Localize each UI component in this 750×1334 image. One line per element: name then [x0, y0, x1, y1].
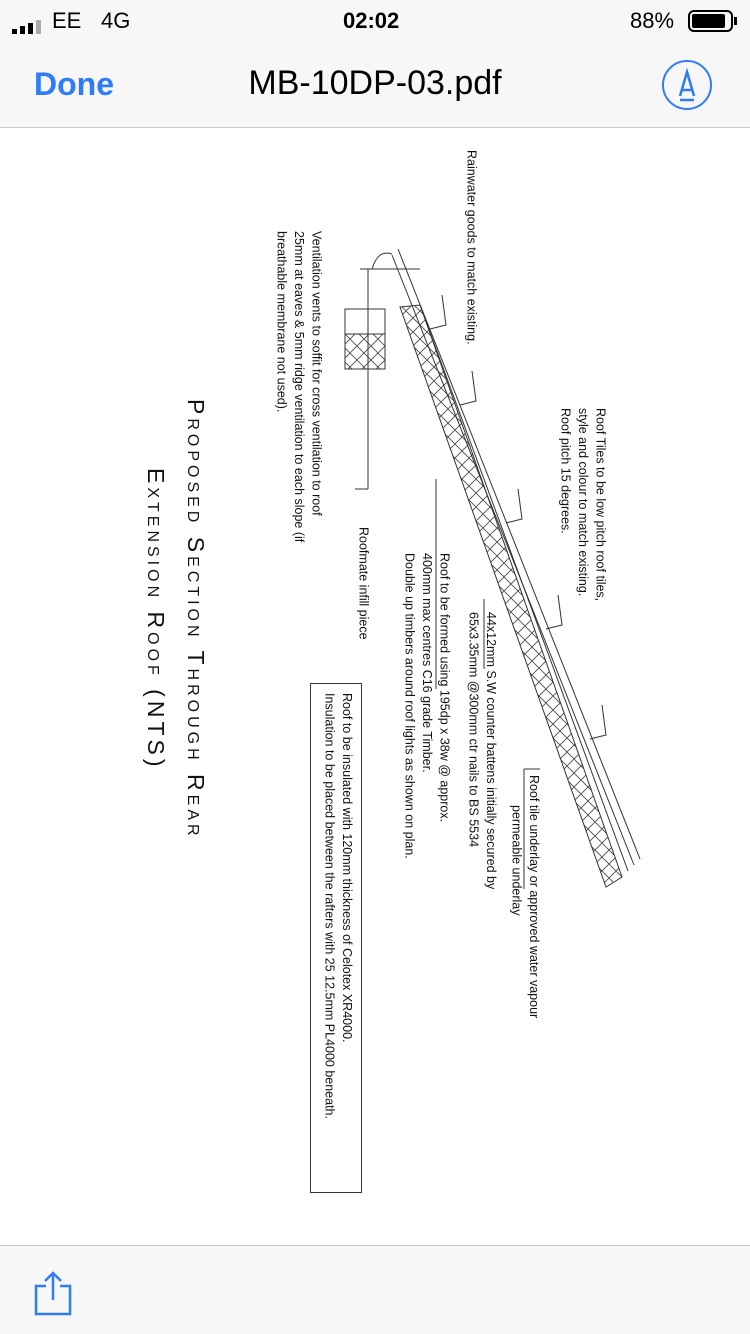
title-line: Extension Roof (NTS) [143, 467, 169, 771]
battery-icon [688, 10, 738, 38]
note-line: permeable underlay [509, 805, 524, 916]
pdf-page[interactable]: Rainwater goods to match existing. Roof … [0, 129, 750, 1245]
signal-icon [12, 14, 46, 40]
drawing-title: Proposed Section Through Rear Extension … [136, 263, 216, 975]
nav-bar: Done MB-10DP-03.pdf [0, 40, 750, 128]
title-line: Proposed Section Through Rear [183, 398, 209, 840]
roof-formed-note: Roof to be formed using 195dp x 38w @ ap… [400, 553, 453, 859]
battens-note: 44x12mm S.W counter battens initially se… [464, 612, 499, 889]
status-bar: EE 4G 02:02 88% [0, 0, 750, 40]
insulation-note: Roof to be insulated with 120mm thicknes… [320, 693, 355, 1119]
battery-percent: 88% [630, 8, 675, 33]
roof-section-drawing [344, 248, 641, 889]
note-line: 400mm max centres C16 grade Timber. [420, 553, 434, 773]
note-line: 25mm at eaves & 5mm ridge ventilation to… [292, 231, 306, 543]
note-line: Double up timbers around roof lights as … [402, 553, 417, 859]
note-line: Roof pitch 15 degrees. [558, 408, 573, 534]
note-line: Roof Tiles to be low pitch roof tiles, [593, 408, 608, 602]
share-icon[interactable] [34, 1270, 72, 1321]
note-line: 44x12mm S.W counter battens initially se… [484, 612, 498, 890]
bottom-toolbar [0, 1245, 750, 1334]
roof-tiles-note: Roof Tiles to be low pitch roof tiles, s… [556, 408, 609, 601]
ventilation-note: Ventilation vents to soffit for cross ve… [272, 231, 325, 542]
note-line: Insulation to be placed between the raft… [322, 693, 337, 1119]
done-button[interactable]: Done [34, 66, 114, 102]
time: 02:02 [343, 8, 400, 33]
network: 4G [101, 8, 131, 33]
carrier: EE [52, 8, 82, 33]
underlay-note: Roof tile underlay or approved water vap… [507, 775, 542, 1018]
markup-pen-icon[interactable] [662, 60, 712, 110]
document-title: MB-10DP-03.pdf [248, 64, 502, 102]
note-line: Roof to be insulated with 120mm thicknes… [340, 693, 354, 1043]
note-line: Roof tile underlay or approved water vap… [527, 775, 541, 1019]
roofmate-note: Roofmate infill piece [356, 527, 371, 640]
insulation-note-box [310, 683, 362, 1193]
note-line: Ventilation vents to soffit for cross ve… [309, 231, 324, 516]
note-line: Roof to be formed using 195dp x 38w @ ap… [437, 553, 452, 823]
rainwater-note: Rainwater goods to match existing. [464, 150, 479, 345]
note-line: 65x3.35mm @300mm ctr nails to BS 5534 [466, 612, 481, 848]
note-line: style and colour to match existing. [576, 408, 590, 597]
note-line: breathable membrane not used). [274, 231, 289, 413]
